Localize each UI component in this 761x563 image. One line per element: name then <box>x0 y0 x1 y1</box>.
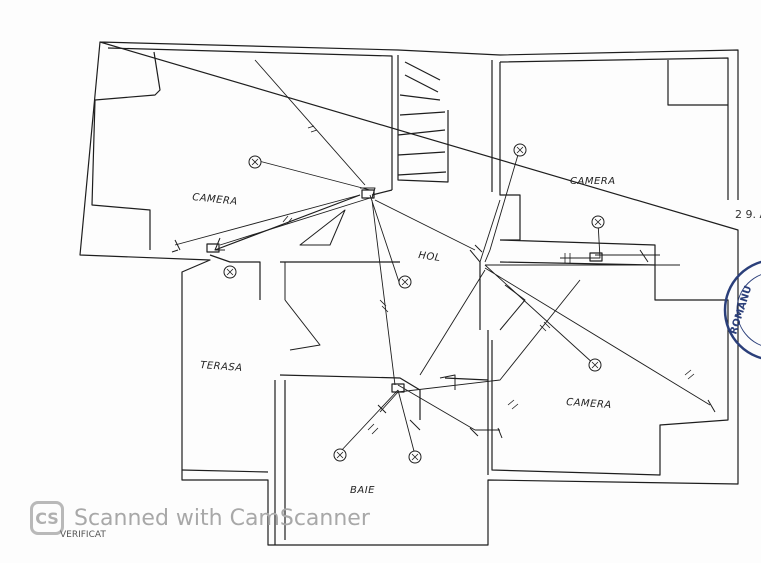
light-fixtures <box>223 143 605 464</box>
junction-box <box>361 189 375 199</box>
watermark-text: Scanned with CamScanner <box>74 505 370 531</box>
fixture-crosses <box>226 146 602 461</box>
verificat-label: VERIFICAT <box>60 530 106 540</box>
room-label-hol: HOL <box>418 250 442 264</box>
room-label-camera-ne: CAMERA <box>570 176 616 187</box>
room-label-camera-se: CAMERA <box>566 397 612 411</box>
room-label-camera-nw: CAMERA <box>192 192 238 208</box>
switch-marks <box>171 187 716 439</box>
junction-box <box>589 252 603 262</box>
room-label-baie: BAIE <box>350 485 375 496</box>
exterior-wall-inner <box>91 47 729 250</box>
camscanner-watermark: CS Scanned with CamScanner <box>30 500 370 536</box>
room-label-terasa: TERASA <box>200 360 243 374</box>
staircase <box>397 55 449 183</box>
date-fragment: 2 9. A <box>735 208 761 221</box>
wire-ticks <box>282 125 695 435</box>
official-stamp: ROMANU <box>723 260 761 360</box>
interior-walls <box>181 60 729 545</box>
junction-box <box>206 243 220 253</box>
door-swing <box>284 209 660 390</box>
camscanner-logo-icon: CS <box>30 501 64 535</box>
exterior-wall <box>79 41 739 546</box>
wiring <box>174 59 711 456</box>
junction-box <box>391 383 405 393</box>
